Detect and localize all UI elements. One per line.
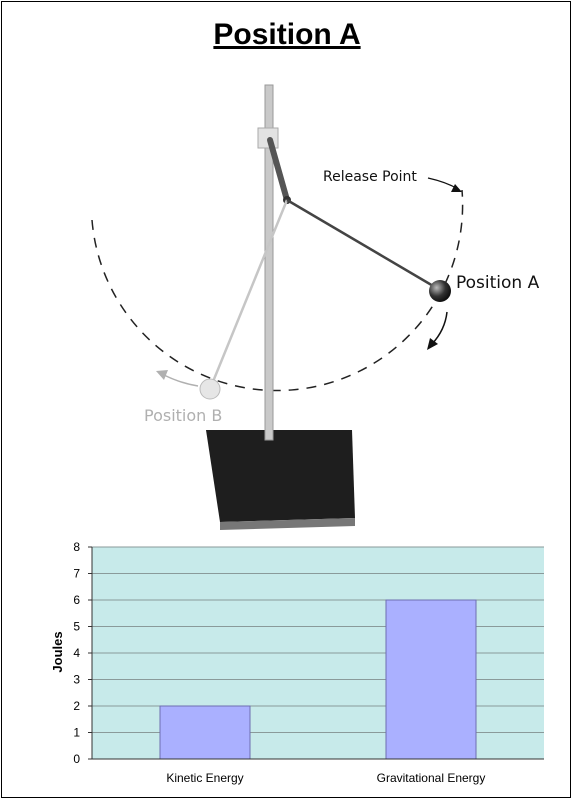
position-b-label: Position B [144,406,222,425]
stand-base [206,430,355,522]
page-title: Position A [213,18,361,51]
y-tick-label: 3 [73,673,80,687]
bar-gravitational-energy [385,599,477,760]
y-tick-label: 2 [73,699,80,713]
motion-arrow-b [163,374,199,387]
y-tick-label: 7 [73,567,80,581]
release-point-label: Release Point [323,169,417,185]
y-tick-label: 0 [73,752,80,766]
bob-position-b [199,378,221,400]
y-tick-label: 1 [73,726,80,740]
y-tick-label: 8 [73,540,80,554]
swing-arc [91,189,464,392]
string-position-a [286,198,441,292]
x-category-label: Gravitational Energy [377,771,486,785]
clamp-arm [267,137,290,203]
stand-pole [264,84,274,441]
y-tick-label: 4 [73,646,80,660]
y-tick-label: 5 [73,620,80,634]
x-category-label: Kinetic Energy [166,771,243,785]
release-arrowhead [451,184,462,192]
bob-position-a [429,280,451,302]
stand-base-edge [220,518,355,530]
x-axis: Kinetic Energy Gravitational Energy [92,758,544,785]
y-axis: 0 1 2 3 4 5 6 7 8 [73,540,93,766]
arrowhead-b [156,370,168,380]
y-tick-label: 6 [73,593,80,607]
bars [159,599,477,760]
bar-kinetic-energy [159,705,251,760]
pendulum-illustration: Release Point Position A Position B [91,84,540,530]
y-axis-label: Joules [50,631,65,672]
arrowhead-a [427,338,438,350]
string-position-b [208,199,289,390]
position-a-label: Position A [456,273,540,293]
